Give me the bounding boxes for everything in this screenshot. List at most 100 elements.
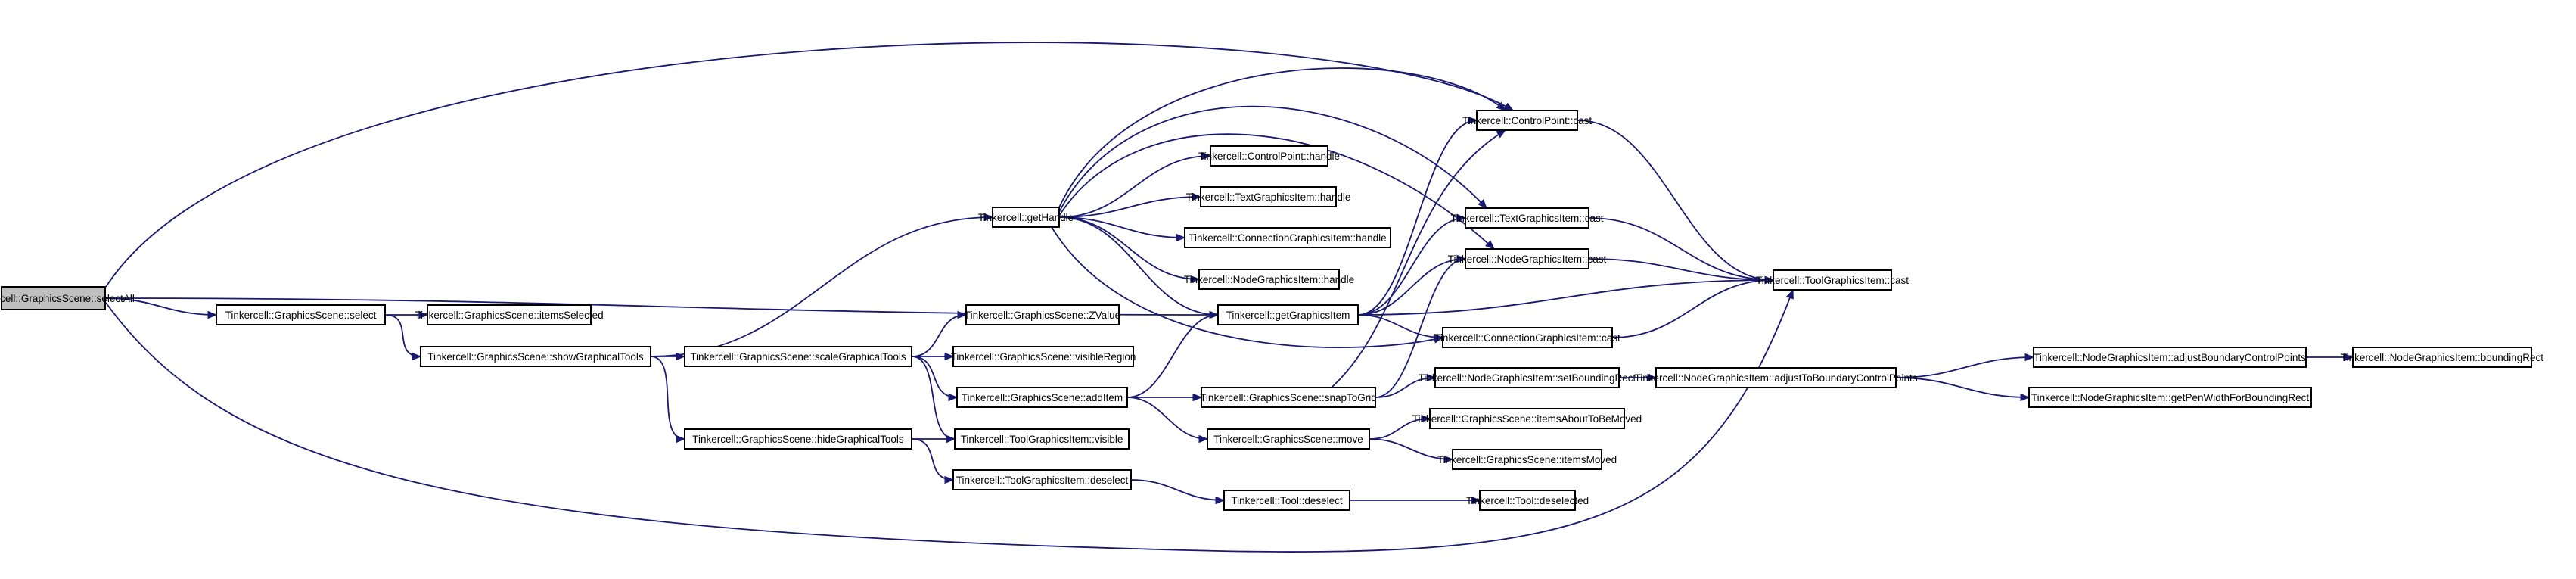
node-label: Tinkercell::NodeGraphicsItem::getPenWidt…: [2031, 392, 2309, 403]
edge-showGraphicalTools-to-getHandle: [650, 213, 994, 357]
node-scaleGraphicalTools[interactable]: Tinkercell::GraphicsScene::scaleGraphica…: [684, 346, 912, 367]
arrow-head: [2344, 353, 2354, 362]
arrow-head: [1456, 213, 1467, 223]
node-box: [1223, 490, 1350, 511]
node-label: Tinkercell::GraphicsScene::visibleRegion: [951, 351, 1136, 363]
node-adjustToBoundary[interactable]: Tinkercell::NodeGraphicsItem::adjustToBo…: [1635, 367, 1918, 388]
node-connHandle[interactable]: Tinkercell::ConnectionGraphicsItem::hand…: [1184, 227, 1391, 248]
node-zValue[interactable]: Tinkercell::GraphicsScene::ZValue: [965, 304, 1120, 325]
node-label: Tinkercell::NodeGraphicsItem::handle: [1184, 274, 1354, 285]
node-visibleRegion[interactable]: Tinkercell::GraphicsScene::visibleRegion: [951, 346, 1136, 367]
node-toolDeselected[interactable]: Tinkercell::Tool::deselected: [1466, 490, 1589, 511]
node-label: Tinkercell::GraphicsScene::select: [225, 310, 377, 321]
arrow-head: [1198, 434, 1209, 444]
node-cpCast[interactable]: Tinkercell::ControlPoint::cast: [1462, 110, 1593, 131]
node-nodeHandle[interactable]: Tinkercell::NodeGraphicsItem::handle: [1184, 269, 1354, 290]
node-select[interactable]: Tinkercell::GraphicsScene::select: [216, 304, 386, 325]
arrow-head: [944, 352, 955, 361]
node-connCast[interactable]: Tinkercell::ConnectionGraphicsItem::cast: [1434, 327, 1620, 348]
node-box: [1773, 269, 1892, 291]
node-toolDeselect[interactable]: Tinkercell::Tool::deselect: [1223, 490, 1350, 511]
edge-line: [1611, 279, 1774, 338]
arrow-head: [957, 310, 968, 319]
node-label: Tinkercell::GraphicsScene::itemsMoved: [1437, 454, 1617, 465]
edge-line: [1375, 258, 1466, 398]
edge-adjustToBoundary-to-getPenWidth: [1895, 377, 2031, 402]
arrow-head: [1468, 116, 1478, 125]
arrow-head: [1647, 373, 1658, 382]
node-label: Tinkercell::NodeGraphicsItem::cast: [1448, 254, 1607, 265]
node-tgiVisible[interactable]: Tinkercell::ToolGraphicsItem::visible: [954, 428, 1130, 450]
node-label: Tinkercell::GraphicsScene::hideGraphical…: [692, 434, 904, 445]
node-boundingRect[interactable]: Tinkercell::NodeGraphicsItem::boundingRe…: [2341, 347, 2543, 368]
edge-toolDeselect-to-toolDeselected: [1350, 496, 1481, 505]
edge-line: [1577, 120, 1774, 281]
edge-tgiDeselect-to-toolDeselect: [1130, 479, 1226, 505]
edge-snapToGrid-to-nodeCast: [1375, 254, 1467, 398]
node-box: [684, 346, 912, 367]
node-box: [1210, 145, 1328, 167]
node-box: [1201, 387, 1376, 408]
node-cpHandle[interactable]: Tinkercell::ControlPoint::handle: [1198, 145, 1340, 167]
edge-line: [1058, 216, 1185, 238]
arrow-head: [1192, 192, 1202, 201]
edge-getGraphicsItem-to-toolCast: [1357, 275, 1775, 316]
edge-line: [1058, 216, 1200, 280]
edge-move-to-itemsAboutToBeMoved: [1369, 414, 1431, 440]
edge-line: [1895, 356, 2034, 378]
node-itemsSelected[interactable]: Tinkercell::GraphicsScene::itemsSelected: [415, 304, 604, 325]
node-toolCast[interactable]: Tinkercell::ToolGraphicsItem::cast: [1756, 269, 1909, 291]
arrow-head: [1478, 199, 1487, 209]
arrow-head: [944, 475, 955, 484]
node-snapToGrid[interactable]: Tinkercell::GraphicsScene::snapToGrid: [1200, 387, 1377, 408]
node-box: [684, 428, 912, 450]
node-label: Tinkercell::GraphicsScene::showGraphical…: [427, 351, 644, 363]
node-selectAll[interactable]: Tinkercell::GraphicsScene::selectAll: [0, 286, 135, 310]
node-itemsAboutToBeMoved[interactable]: Tinkercell::GraphicsScene::itemsAboutToB…: [1412, 408, 1642, 429]
node-box: [2028, 387, 2312, 408]
edge-showGraphicalTools-to-scaleGraphicalTools: [651, 352, 686, 361]
node-txtCast[interactable]: Tinkercell::TextGraphicsItem::cast: [1450, 207, 1604, 229]
node-showGraphicalTools[interactable]: Tinkercell::GraphicsScene::showGraphical…: [420, 346, 651, 367]
edge-layer: [104, 42, 2354, 553]
edge-line: [1895, 377, 2030, 398]
node-box: [1465, 207, 1589, 229]
arrow-head: [418, 310, 429, 319]
node-itemsMoved[interactable]: Tinkercell::GraphicsScene::itemsMoved: [1437, 449, 1617, 470]
node-setBoundingRect[interactable]: Tinkercell::NodeGraphicsItem::setBoundin…: [1419, 367, 1636, 388]
edge-line: [105, 42, 1514, 288]
arrow-head: [1421, 414, 1431, 423]
node-box: [1207, 428, 1370, 450]
edge-scaleGraphicalTools-to-visibleRegion: [912, 352, 955, 361]
node-hideGraphicalTools[interactable]: Tinkercell::GraphicsScene::hideGraphical…: [684, 428, 912, 450]
edge-line: [1357, 314, 1443, 338]
node-move[interactable]: Tinkercell::GraphicsScene::move: [1207, 428, 1370, 450]
edge-hideGraphicalTools-to-tgiDeselect: [911, 438, 955, 484]
node-box: [1465, 248, 1589, 269]
arrow-head: [1764, 275, 1775, 285]
node-getHandle[interactable]: Tinkercell::getHandle: [978, 207, 1074, 228]
node-box: [954, 428, 1130, 450]
arrow-head: [1176, 233, 1186, 242]
node-box: [420, 346, 651, 367]
node-label: Tinkercell::GraphicsScene::snapToGrid: [1200, 392, 1377, 403]
node-label: Tinkercell::Tool::deselect: [1231, 495, 1343, 506]
arrow-head: [948, 393, 959, 402]
edge-line: [1058, 105, 1487, 213]
node-nodeCast[interactable]: Tinkercell::NodeGraphicsItem::cast: [1448, 248, 1607, 269]
node-adjustBoundary[interactable]: Tinkercell::NodeGraphicsItem::adjustBoun…: [2033, 347, 2307, 368]
node-txtHandle[interactable]: Tinkercell::TextGraphicsItem::handle: [1186, 186, 1351, 207]
arrow-head: [207, 310, 218, 319]
edge-line: [1331, 129, 1506, 388]
node-label: Tinkercell::ToolGraphicsItem::cast: [1756, 275, 1909, 286]
node-box: [216, 304, 386, 325]
node-addItem[interactable]: Tinkercell::GraphicsScene::addItem: [956, 387, 1128, 408]
arrow-head: [2024, 353, 2035, 362]
node-getPenWidth[interactable]: Tinkercell::NodeGraphicsItem::getPenWidt…: [2028, 387, 2312, 408]
edge-nodeCast-to-toolCast: [1588, 258, 1775, 285]
node-box: [1434, 367, 1620, 388]
node-getGraphicsItem[interactable]: Tinkercell::getGraphicsItem: [1217, 304, 1359, 325]
node-label: Tinkercell::GraphicsScene::selectAll: [0, 293, 135, 304]
node-tgiDeselect[interactable]: Tinkercell::ToolGraphicsItem::deselect: [952, 469, 1132, 490]
edge-getHandle-to-cpHandle: [1058, 151, 1212, 218]
